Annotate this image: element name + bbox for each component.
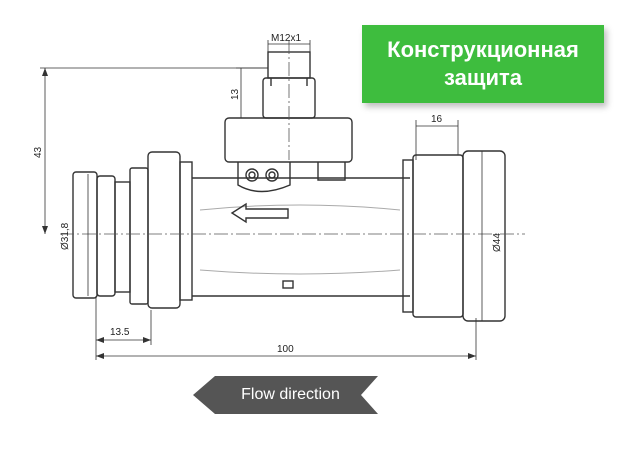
left-end-cap xyxy=(72,171,98,299)
left-end-cap-ring xyxy=(96,175,116,297)
badge-line-2: защита xyxy=(444,65,522,90)
badge-line-1: Конструкционная xyxy=(387,37,579,62)
pipe-body xyxy=(192,177,410,297)
right-end-cap xyxy=(462,150,506,322)
protection-badge: Конструкционная защита xyxy=(362,25,604,103)
dim-height-43: 43 xyxy=(33,146,44,158)
dim-length-100: 100 xyxy=(277,344,294,355)
right-sleeve xyxy=(402,159,414,313)
dim-left-diameter: Ø31,8 xyxy=(60,222,71,250)
flow-direction-arrow: Flow direction xyxy=(193,376,378,414)
arrow-left-icon xyxy=(193,376,378,414)
right-flange xyxy=(412,154,464,318)
dim-offset-13-5: 13.5 xyxy=(110,327,130,338)
dim-height-13: 13 xyxy=(230,88,241,100)
dim-right-diameter: Ø44 xyxy=(492,233,503,252)
sensor-housing xyxy=(224,117,353,163)
flow-direction-label: Flow direction xyxy=(241,386,340,403)
left-flange-ring xyxy=(179,161,193,301)
left-flange xyxy=(147,151,181,309)
dim-width-16: 16 xyxy=(431,114,443,125)
inner-flow-arrow xyxy=(230,202,289,224)
dim-thread-label: M12x1 xyxy=(271,33,301,44)
left-neck xyxy=(114,181,131,293)
left-collar xyxy=(129,167,149,305)
